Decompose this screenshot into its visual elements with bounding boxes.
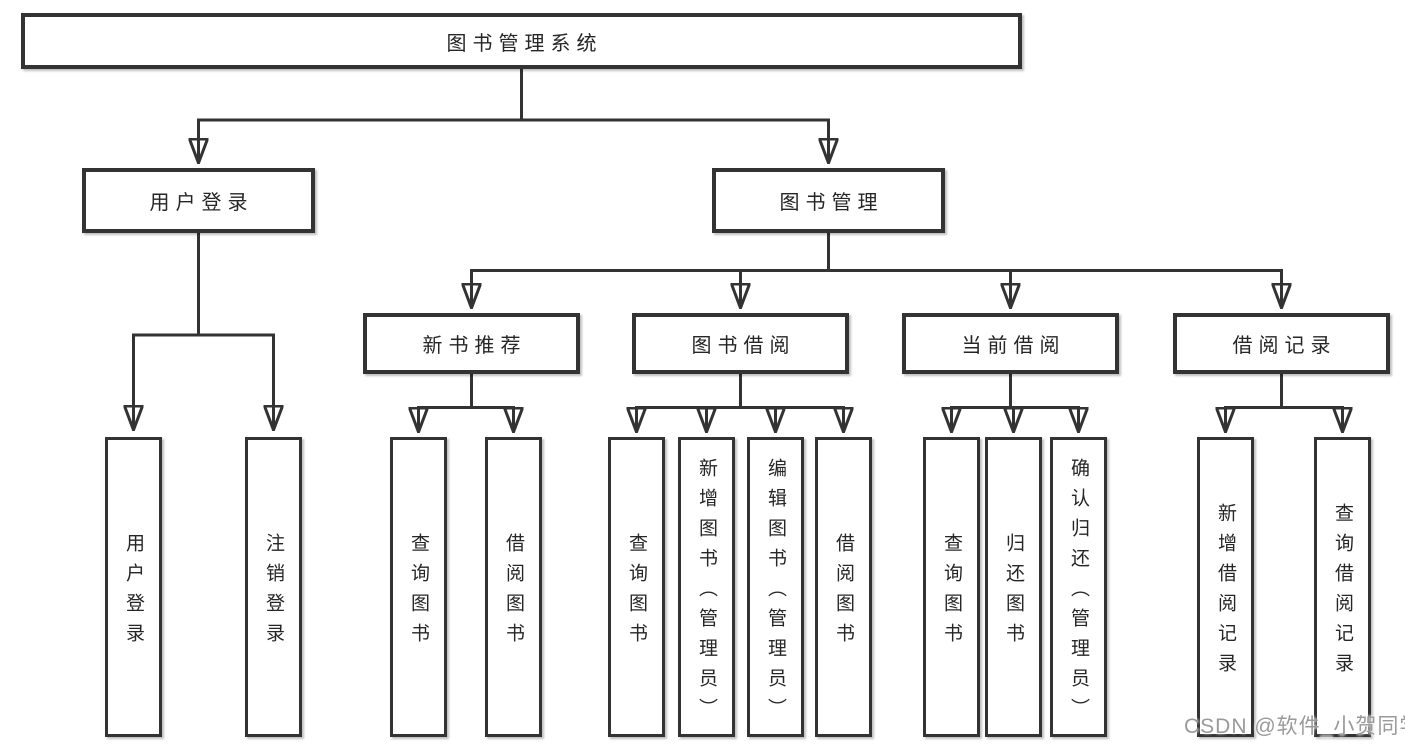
node-label: 用户登录 <box>123 532 144 653</box>
csdn-watermark: CSDN @软件_小贺同学 <box>1184 715 1405 738</box>
node-label: 查询图书 <box>408 532 429 653</box>
node-label: 查询图书 <box>626 532 647 653</box>
node-library-management-system: 图书管理系统 <box>21 13 1022 69</box>
leaf-user-login: 用户登录 <box>105 437 162 737</box>
node-label: 查询借阅记录 <box>1332 502 1353 683</box>
node-current-borrowing: 当前借阅 <box>902 313 1119 374</box>
node-label: 注销登录 <box>263 532 284 653</box>
node-borrowing-records: 借阅记录 <box>1173 313 1390 374</box>
leaf-return-books: 归还图书 <box>985 437 1042 737</box>
node-label: 图书管理 <box>779 192 884 214</box>
node-label: 查询图书 <box>941 532 962 653</box>
leaf-add-borrow-record: 新增借阅记录 <box>1197 437 1254 737</box>
node-label: 新书推荐 <box>422 335 527 357</box>
node-label: 编辑图书（管理员） <box>765 457 786 728</box>
leaf-query-books-recommend: 查询图书 <box>390 437 447 737</box>
node-new-book-recommend: 新书推荐 <box>363 313 580 374</box>
leaf-query-books-borrow: 查询图书 <box>608 437 665 737</box>
node-label: 确认归还（管理员） <box>1068 457 1089 728</box>
leaf-borrow-books-borrow: 借阅图书 <box>815 437 872 737</box>
node-label: 用户登录 <box>149 192 254 214</box>
leaf-query-borrow-record: 查询借阅记录 <box>1314 437 1371 737</box>
leaf-logout-login: 注销登录 <box>245 437 302 737</box>
node-user-login: 用户登录 <box>82 168 315 233</box>
node-label: 新增图书（管理员） <box>696 457 717 728</box>
node-label: 新增借阅记录 <box>1215 502 1236 683</box>
node-label: 图书借阅 <box>691 335 796 357</box>
node-book-borrowing: 图书借阅 <box>632 313 849 374</box>
node-book-management: 图书管理 <box>712 168 945 233</box>
leaf-edit-book-admin: 编辑图书（管理员） <box>747 437 804 737</box>
node-label: 当前借阅 <box>961 335 1066 357</box>
node-label: 借阅图书 <box>833 532 854 653</box>
leaf-confirm-return-admin: 确认归还（管理员） <box>1050 437 1107 737</box>
node-label: 借阅记录 <box>1232 335 1337 357</box>
node-label: 图书管理系统 <box>446 32 603 55</box>
leaf-borrow-books-recommend: 借阅图书 <box>485 437 542 737</box>
leaf-query-books-current: 查询图书 <box>923 437 980 737</box>
node-label: 归还图书 <box>1003 532 1024 653</box>
leaf-add-book-admin: 新增图书（管理员） <box>678 437 735 737</box>
node-label: 借阅图书 <box>503 532 524 653</box>
